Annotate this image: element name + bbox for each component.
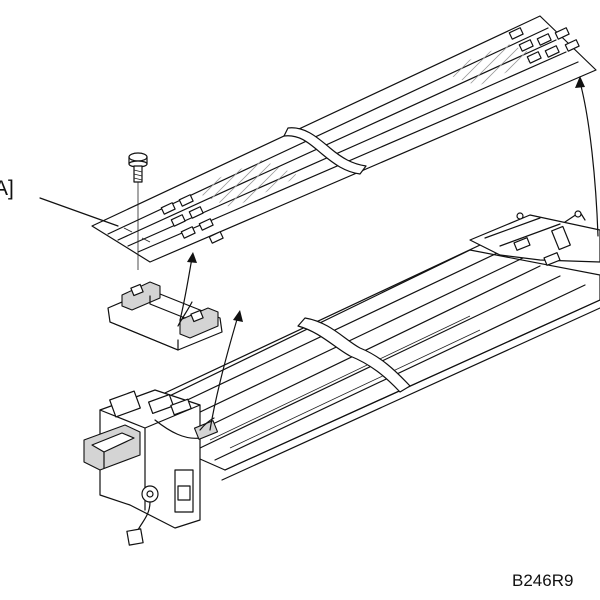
scanner-rail-assembly xyxy=(83,210,600,546)
cable-bracket xyxy=(107,281,223,351)
callout-leader-line xyxy=(39,197,119,227)
screw xyxy=(128,152,148,270)
assembly-arrows xyxy=(177,76,599,431)
figure-code: B246R9 xyxy=(512,571,574,590)
callout-label-a: A] xyxy=(0,177,14,200)
flat-ribbon-cable xyxy=(91,15,597,263)
